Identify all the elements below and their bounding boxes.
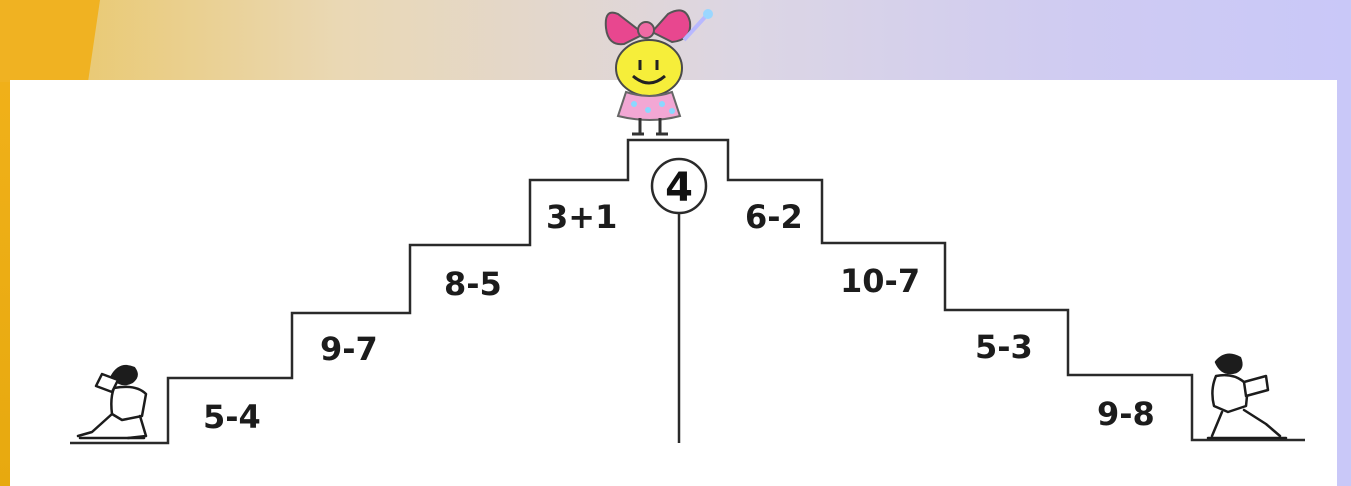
step-label-left-2: 9-7: [320, 330, 378, 368]
step-label-right-1: 6-2: [745, 198, 803, 236]
step-label-left-3: 8-5: [444, 265, 502, 303]
step-label-left-1: 5-4: [203, 398, 261, 436]
step-label-right-2: 10-7: [840, 262, 920, 300]
step-label-right-3: 5-3: [975, 328, 1033, 366]
reading-child-right-icon: [1208, 355, 1286, 438]
step-label-right-4: 9-8: [1097, 395, 1155, 433]
reading-child-left-icon: [78, 366, 146, 438]
answer-value: 4: [665, 165, 693, 211]
smiley-girl-with-bow-icon: [606, 9, 713, 134]
step-label-left-4: 3+1: [546, 198, 617, 236]
